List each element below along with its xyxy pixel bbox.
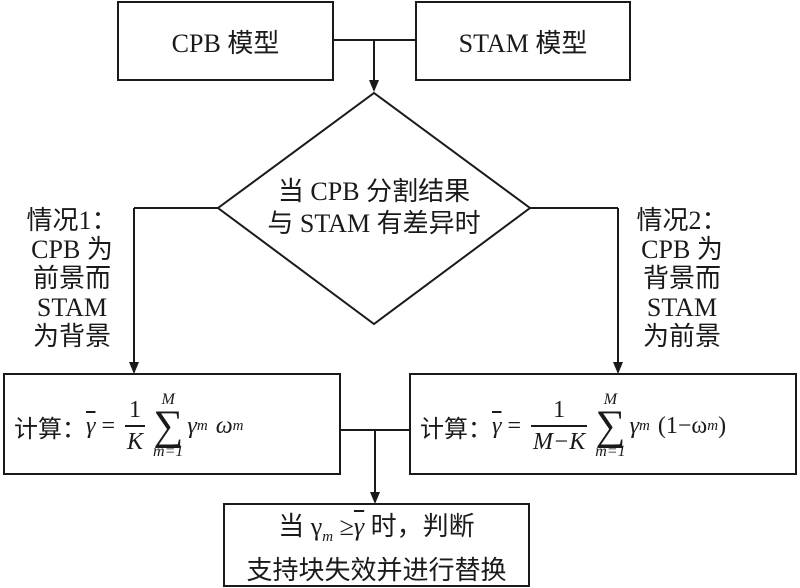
fraction-numerator: 1 [553, 397, 566, 423]
case2-label: 情况2： CPB 为 背景而 STAM 为前景 [630, 206, 734, 351]
result-geq: ≥ [333, 512, 354, 541]
decision-line-2: 与 STAM 有差异时 [267, 209, 481, 238]
sigma-symbol: ∑ [153, 403, 184, 449]
case2-line: 情况2： [636, 206, 728, 235]
case1-line: 情况1： [26, 206, 118, 235]
case1-line: 为背景 [32, 322, 111, 351]
case1-line: STAM [36, 293, 108, 322]
weight-open: (1−ω [657, 412, 708, 439]
result-gamma-subscript: m [322, 529, 334, 546]
sum-upper-limit: M [161, 391, 175, 408]
result-line-1-c: 时，判断 [364, 512, 475, 541]
equals-sign: = [101, 412, 116, 439]
case2-line: CPB 为 [641, 235, 723, 264]
case2-line: 为前景 [642, 322, 721, 351]
sigma-symbol: ∑ [595, 403, 626, 449]
omega-term: ω [215, 412, 233, 439]
omega-subscript: m [232, 417, 244, 434]
case2-line: 背景而 [642, 264, 721, 293]
fraction: 1 K [125, 395, 146, 457]
decision-line-1: 当 CPB 分割结果 [277, 177, 471, 206]
fraction-numerator: 1 [129, 397, 142, 423]
result-text: 当 γm ≥γ 时，判断 支持块失效并进行替换 [224, 510, 529, 588]
equals-sign: = [507, 412, 522, 439]
gamma-subscript: m [196, 417, 208, 434]
gamma-subscript: m [639, 417, 650, 434]
omega-subscript: m [707, 417, 719, 434]
gamma-term: γ [629, 412, 640, 439]
result-box [223, 503, 530, 587]
weight-close: ) [718, 412, 727, 439]
fraction-denominator: M−K [531, 425, 588, 457]
case1-line: 前景而 [32, 264, 111, 293]
decision-diamond [216, 91, 532, 326]
decision-text: 当 CPB 分割结果 与 STAM 有差异时 [238, 176, 510, 240]
cpb-model-label: CPB 模型 [171, 28, 280, 58]
case1-line: CPB 为 [31, 235, 113, 264]
formula-right-prefix: 计算： [420, 416, 492, 443]
sum-upper-limit: M [603, 391, 618, 408]
result-line-1: 当 γm ≥γ 时，判断 [224, 510, 529, 554]
result-gamma-bar: γ [353, 512, 365, 541]
fraction: 1 M−K [531, 395, 588, 457]
formula-left-prefix: 计算： [14, 416, 86, 443]
case2-line: STAM [646, 293, 718, 322]
result-line-1-a: 当 γ [278, 512, 323, 541]
sum-lower-limit: m=1 [595, 443, 626, 460]
formula-left-box [3, 373, 341, 475]
summation: M ∑ m=1 [595, 392, 625, 460]
summation: M ∑ m=1 [153, 392, 183, 460]
sum-lower-limit: m=1 [153, 443, 184, 460]
result-line-2: 支持块失效并进行替换 [246, 556, 507, 586]
stam-model-label: STAM 模型 [458, 28, 588, 58]
gamma-bar-symbol: γ [492, 412, 502, 439]
formula-right-box [409, 373, 797, 475]
gamma-bar-symbol: γ [86, 412, 96, 439]
gamma-term: γ [187, 412, 197, 439]
fraction-denominator: K [125, 425, 146, 457]
case1-label: 情况1： CPB 为 前景而 STAM 为背景 [22, 206, 122, 351]
